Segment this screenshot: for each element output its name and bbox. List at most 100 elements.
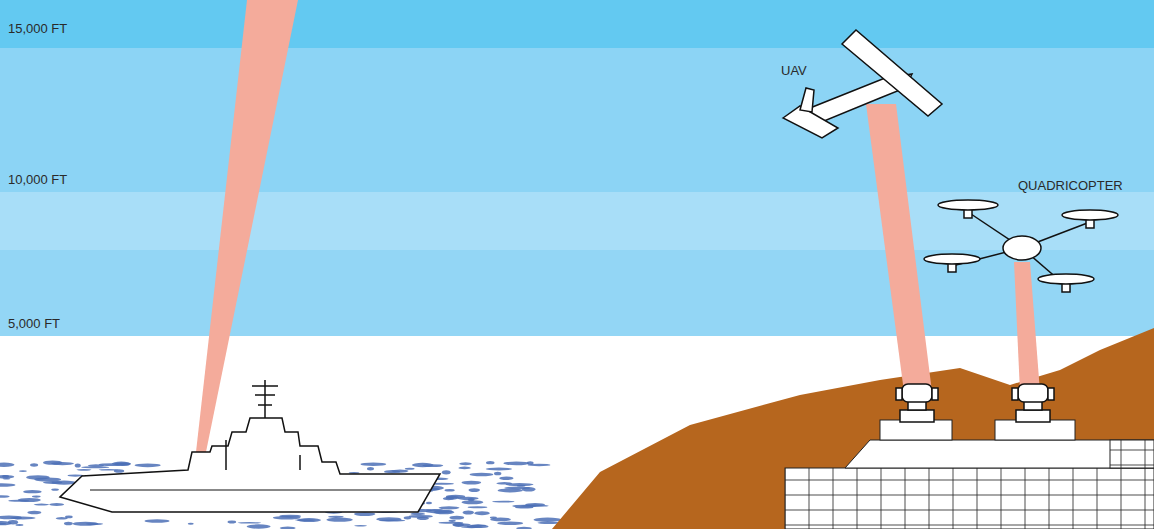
wave-stroke — [354, 512, 375, 516]
wave-stroke — [446, 495, 466, 499]
wave-stroke — [470, 473, 494, 477]
altitude-label: 15,000 FT — [8, 21, 67, 36]
wave-stroke — [463, 510, 474, 514]
quadricopter — [924, 200, 1118, 292]
wave-stroke — [144, 519, 169, 523]
wave-stroke — [453, 523, 464, 527]
wave-stroke — [458, 467, 470, 470]
wave-stroke — [43, 481, 63, 484]
wave-stroke — [247, 524, 271, 528]
wave-stroke — [0, 483, 15, 486]
wave-stroke — [405, 468, 415, 470]
wave-stroke — [27, 511, 41, 515]
wave-stroke — [412, 463, 434, 467]
quadricopter-label: QUADRICOPTER — [1018, 178, 1123, 193]
wave-stroke — [120, 463, 129, 466]
uav-label: UAV — [781, 63, 807, 78]
wave-stroke — [392, 469, 409, 472]
wave-stroke — [135, 463, 161, 467]
wave-stroke — [273, 516, 301, 519]
wave-stroke — [295, 519, 316, 521]
laser-turret — [1012, 384, 1054, 422]
wave-stroke — [474, 511, 490, 515]
wave-stroke — [15, 524, 23, 526]
wave-stroke — [327, 518, 353, 522]
wave-stroke — [354, 525, 367, 527]
sky-band — [0, 250, 1154, 336]
wave-stroke — [499, 476, 513, 480]
laser-beam — [196, 0, 298, 452]
altitude-label: 10,000 FT — [8, 172, 67, 187]
wave-stroke — [516, 527, 532, 529]
wave-stroke — [32, 495, 41, 497]
wave-stroke — [504, 487, 530, 490]
wave-stroke — [360, 463, 386, 466]
wave-stroke — [10, 517, 35, 520]
wave-stroke — [444, 489, 454, 491]
sky-band — [0, 192, 1154, 250]
laser-beam — [1014, 262, 1040, 392]
wave-stroke — [459, 462, 472, 465]
wave-stroke — [77, 469, 92, 471]
wave-stroke — [494, 472, 501, 476]
wave-stroke — [534, 518, 562, 522]
wave-stroke — [188, 523, 194, 525]
wave-stroke — [490, 518, 511, 522]
wave-stroke — [75, 463, 81, 467]
wave-stroke — [517, 485, 526, 487]
wave-stroke — [433, 510, 454, 514]
wave-stroke — [449, 520, 456, 522]
wave-stroke — [442, 470, 451, 474]
wave-stroke — [468, 506, 488, 508]
wave-stroke — [56, 517, 68, 519]
wave-stroke — [23, 490, 42, 493]
wave-stroke — [439, 506, 460, 509]
wave-stroke — [64, 522, 73, 526]
wave-stroke — [2, 475, 9, 478]
wave-stroke — [99, 469, 119, 471]
wave-stroke — [280, 526, 296, 529]
wave-stroke — [410, 513, 425, 516]
wave-stroke — [0, 495, 10, 498]
wave-stroke — [86, 523, 103, 525]
wave-stroke — [0, 463, 15, 467]
wave-stroke — [367, 467, 374, 470]
wave-stroke — [503, 462, 529, 466]
wave-stroke — [51, 488, 59, 490]
laser-turret — [896, 384, 938, 422]
wave-stroke — [49, 503, 64, 506]
wave-stroke — [51, 462, 74, 465]
wave-stroke — [492, 501, 515, 503]
sky-band — [0, 0, 1154, 48]
wave-stroke — [521, 505, 548, 507]
wave-stroke — [376, 517, 401, 521]
building — [785, 420, 1154, 529]
uav — [783, 30, 942, 138]
wave-stroke — [527, 461, 534, 465]
wave-stroke — [486, 468, 512, 471]
wave-stroke — [8, 520, 18, 524]
wave-stroke — [497, 522, 523, 526]
wave-stroke — [461, 481, 481, 485]
sky-band — [0, 48, 1154, 192]
wave-stroke — [34, 504, 50, 506]
coastline — [552, 328, 1154, 529]
wave-stroke — [404, 516, 412, 519]
wave-stroke — [8, 500, 29, 502]
wave-stroke — [449, 516, 464, 520]
wave-stroke — [426, 502, 432, 504]
wave-stroke — [19, 470, 27, 472]
wave-stroke — [468, 488, 479, 492]
altitude-label: 5,000 FT — [8, 316, 60, 331]
wave-stroke — [30, 463, 38, 466]
wave-stroke — [506, 483, 534, 486]
laser-beam — [866, 104, 932, 392]
wave-stroke — [452, 523, 471, 526]
wave-stroke — [0, 475, 14, 478]
wave-stroke — [468, 498, 475, 501]
wave-stroke — [238, 522, 262, 524]
wave-stroke — [408, 515, 433, 518]
ship — [60, 380, 440, 512]
wave-stroke — [228, 520, 237, 523]
